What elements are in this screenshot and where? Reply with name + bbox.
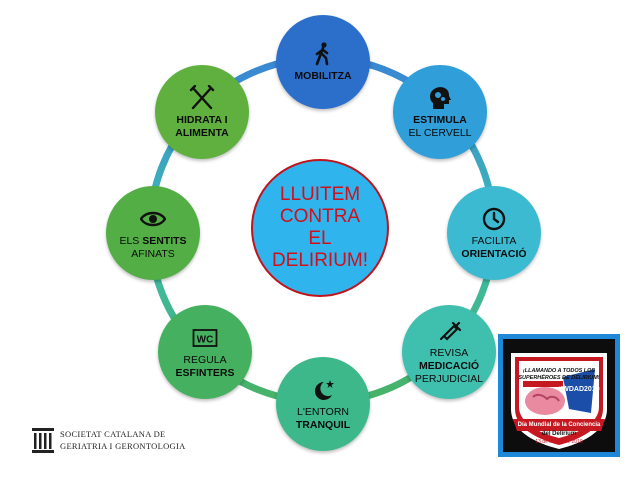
svg-text:#WDAD2019: #WDAD2019 <box>558 386 599 393</box>
svg-text:13 de Marzo de 2019: 13 de Marzo de 2019 <box>535 439 582 445</box>
node-hidrata: HIDRATA I ALIMENTA <box>155 65 249 159</box>
superhero-shield-icon: ¡LLAMANDO A TODOS LOS SUPERHÉROES DE DEL… <box>511 353 607 449</box>
wdad-badge: ¡LLAMANDO A TODOS LOS SUPERHÉROES DE DEL… <box>498 334 620 457</box>
node-label-3: PERJUDICIAL <box>414 373 484 385</box>
moon-star-icon <box>310 377 336 403</box>
node-label-2: AFINATS <box>131 247 175 260</box>
node-label-2: MEDICACIÓ <box>418 360 480 372</box>
node-label-1: FACILITA <box>471 234 517 247</box>
fork-knife-icon <box>189 84 215 111</box>
node-label: MOBILITZA <box>294 70 352 82</box>
syringe-icon <box>436 318 462 344</box>
node-sentits: ELS SENTITS AFINATS <box>106 186 200 280</box>
node-regula: WC REGULA ESFINTERS <box>158 305 252 399</box>
society-logo: SOCIETAT CATALANA DE GERIATRIA I GERONTO… <box>32 428 186 454</box>
node-mobilitza: MOBILITZA <box>276 15 370 109</box>
walking-person-icon <box>310 41 336 67</box>
node-label-1: L'ENTORN <box>297 405 349 418</box>
columns-icon <box>32 428 54 454</box>
node-estimula: ESTIMULA EL CERVELL <box>393 65 487 159</box>
node-label-2: EL CERVELL <box>408 126 472 139</box>
node-revisa: REVISA MEDICACIÓ PERJUDICIAL <box>402 305 496 399</box>
node-label-2: ALIMENTA <box>175 126 229 139</box>
head-gears-icon <box>427 85 453 111</box>
node-label-1: HIDRATA I <box>176 113 228 126</box>
center-line-1: LLUITEM <box>279 184 361 205</box>
node-label-2: ESFINTERS <box>175 366 235 379</box>
node-label-1b: SENTITS <box>142 234 187 247</box>
eye-icon <box>140 206 166 232</box>
wc-icon: WC <box>192 325 218 351</box>
node-label-1: ESTIMULA <box>413 113 467 126</box>
svg-text:Día Mundial de la Conciencia: Día Mundial de la Conciencia <box>518 422 601 428</box>
svg-text:SUPERHÉROES DE DELIRIUM!: SUPERHÉROES DE DELIRIUM! <box>518 373 599 381</box>
svg-text:¡LLAMANDO A TODOS LOS: ¡LLAMANDO A TODOS LOS <box>523 368 596 374</box>
node-label-1a: ELS <box>119 234 143 247</box>
center-line-2: CONTRA <box>279 206 361 227</box>
center-line-3: EL <box>308 228 332 249</box>
node-facilita: FACILITA ORIENTACIÓ <box>447 186 541 280</box>
logo-line-2: GERIATRIA I GERONTOLOGIA <box>60 441 186 451</box>
node-entorn: L'ENTORN TRANQUIL <box>276 357 370 451</box>
svg-text:WC: WC <box>197 334 214 345</box>
node-label-1: ELS SENTITS <box>119 235 186 248</box>
node-label-1: REVISA <box>429 347 469 359</box>
node-label-2: ORIENTACIÓ <box>461 247 527 260</box>
center-slogan: LLUITEM CONTRA EL DELIRIUM! <box>251 159 389 297</box>
node-label-2: TRANQUIL <box>295 418 351 431</box>
center-line-4: DELIRIUM! <box>271 250 369 271</box>
logo-line-1: SOCIETAT CATALANA DE <box>60 429 166 439</box>
clock-icon <box>481 206 507 232</box>
svg-text:del Delirium: del Delirium <box>542 431 576 437</box>
node-label-1: REGULA <box>183 353 227 366</box>
